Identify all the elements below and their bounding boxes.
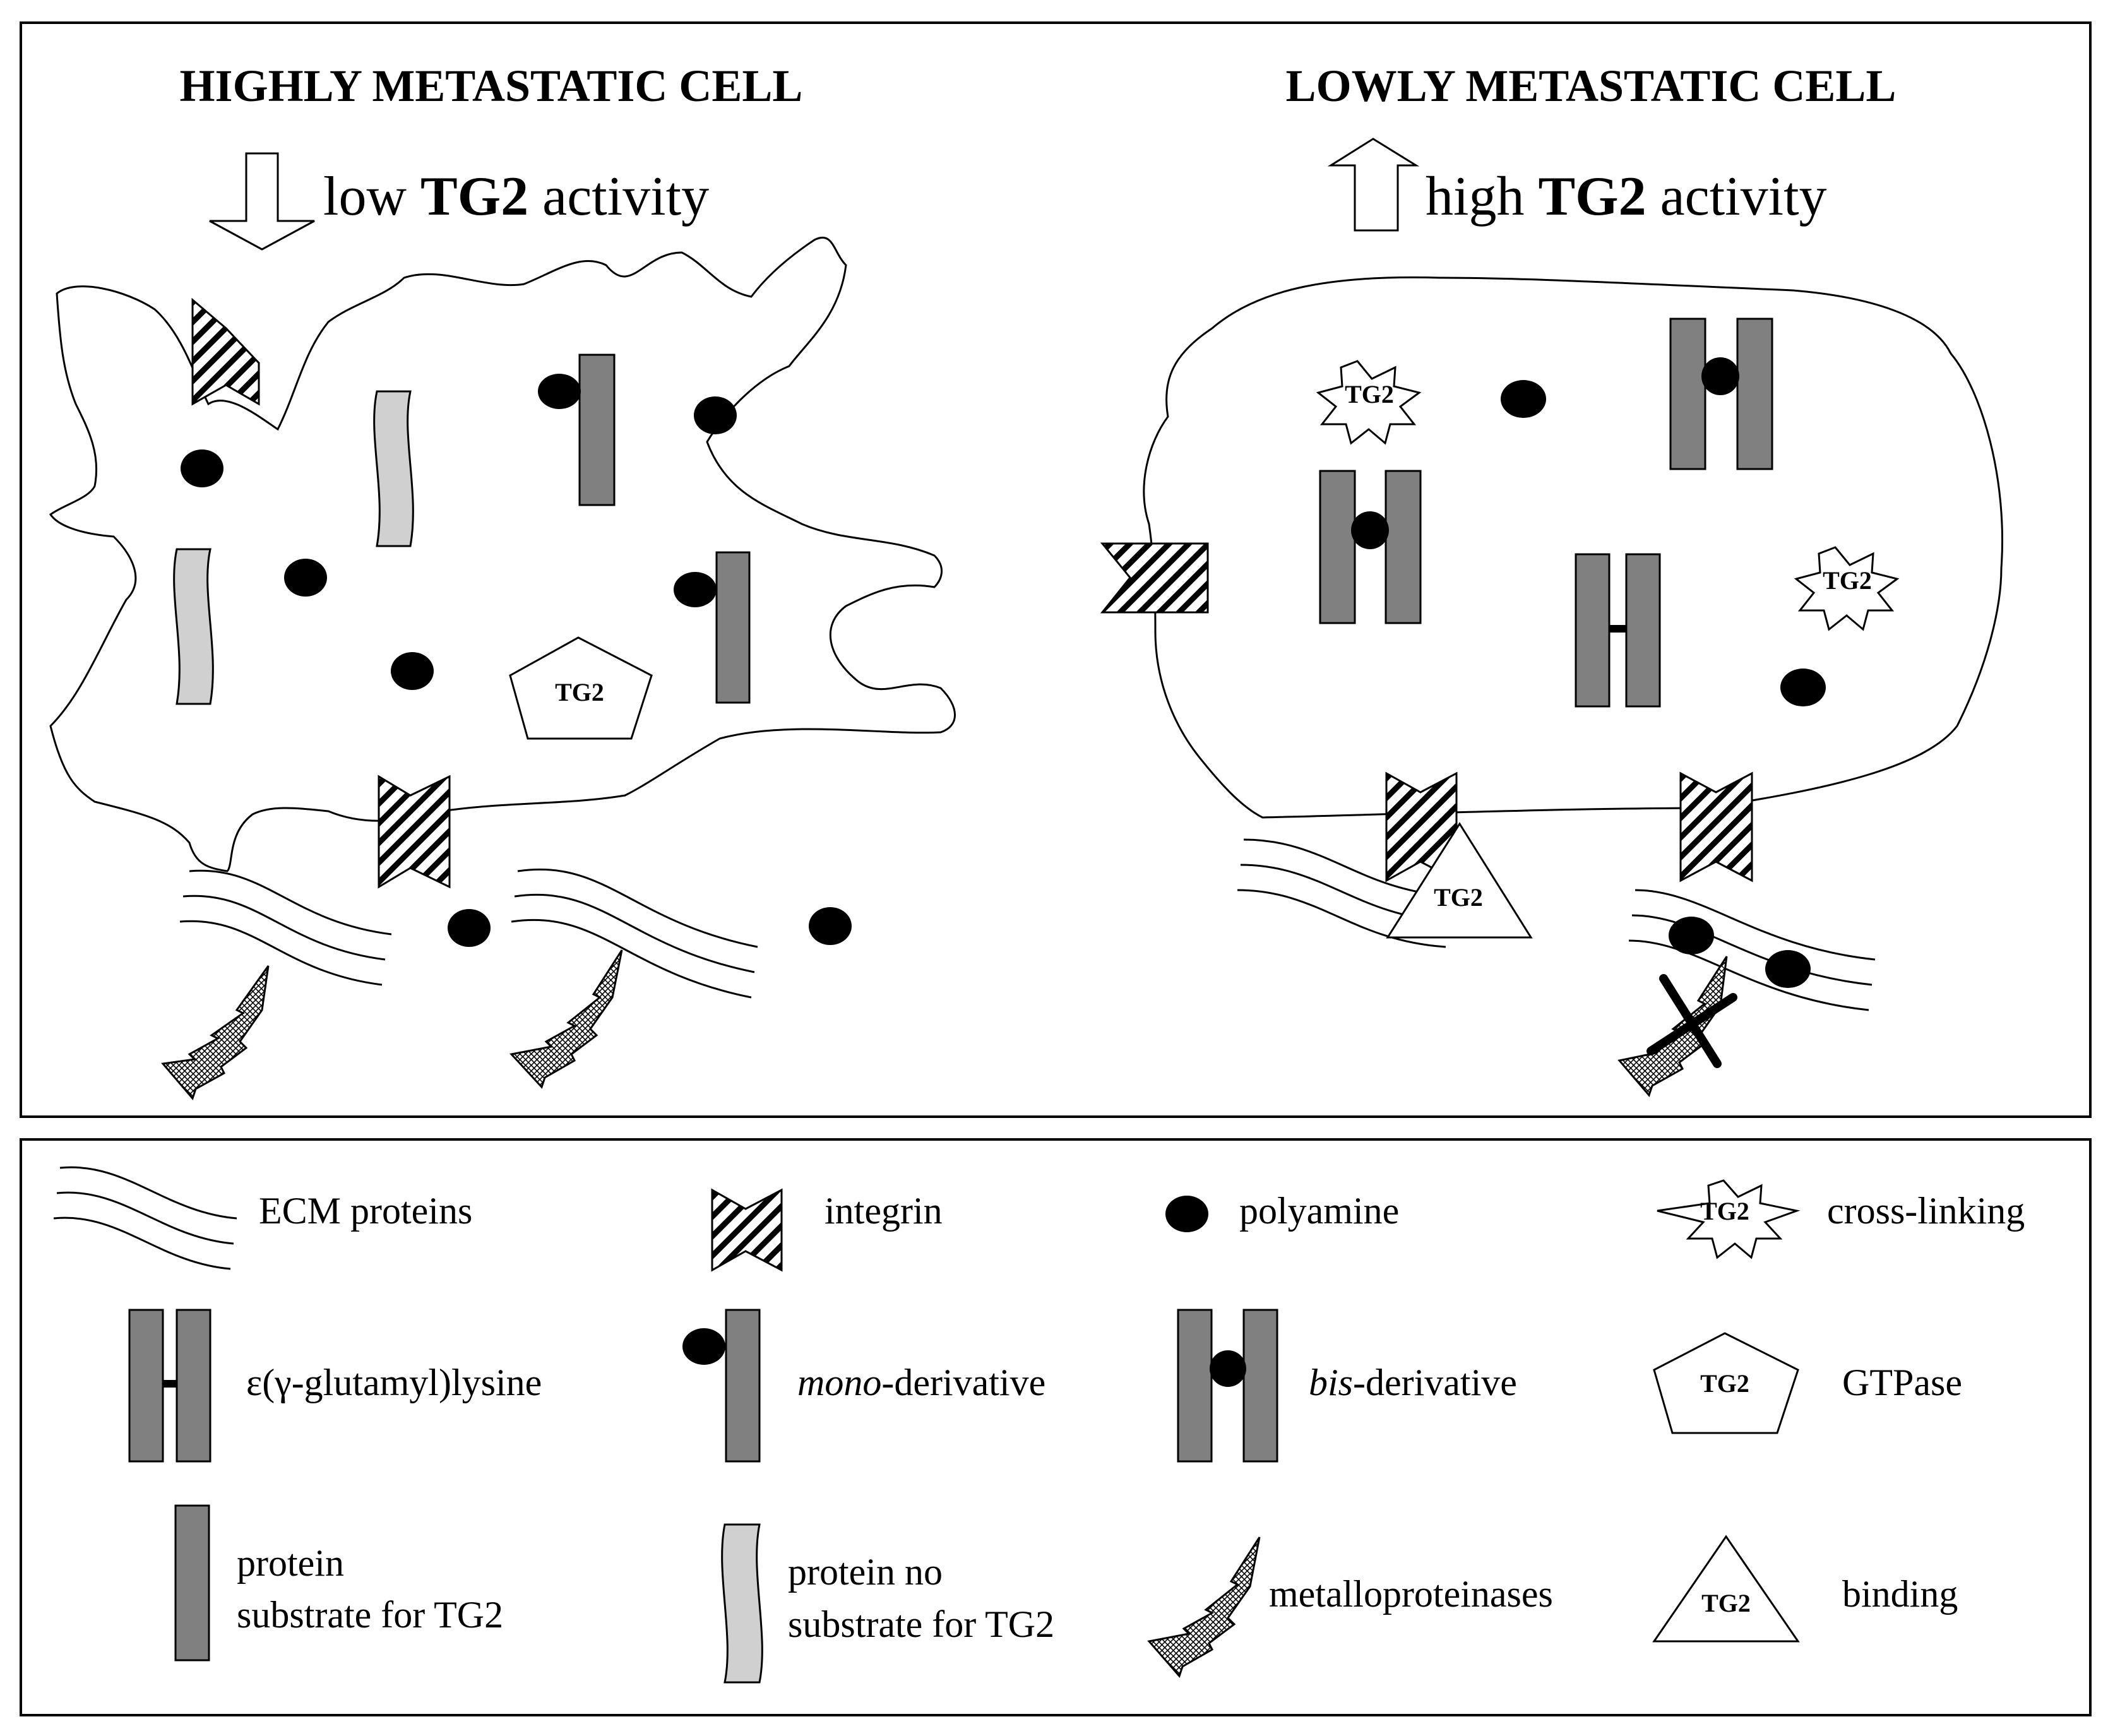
left-activity-text: low TG2 activity: [323, 166, 709, 227]
legend-protein-no-substrate-icon: [721, 1523, 763, 1684]
protein-substrate-1: [578, 354, 616, 506]
legend-mono-derivative-label: mono-derivative: [797, 1362, 1045, 1403]
protein-no-substrate-2: [173, 548, 214, 705]
ecm-fibers-right-2: [1628, 889, 1876, 1011]
legend-metalloproteinase-icon: [1147, 1537, 1261, 1678]
tg2-gtpase-left: [509, 636, 653, 740]
legend-bis-derivative-label: bis-derivative: [1309, 1362, 1517, 1403]
metalloproteinase-left-1: [161, 965, 270, 1100]
integrin-left-top: [191, 297, 260, 406]
polyamine-left-4: [391, 652, 434, 690]
legend-protein-substrate-label-2: substrate for TG2: [237, 1594, 503, 1636]
bis-derivative-right-2: [1319, 470, 1422, 624]
legend-bis-derivative-icon: [1177, 1309, 1278, 1463]
polyamine-left-1: [181, 449, 223, 487]
lowly-metastatic-cell-outline: [1143, 276, 2004, 819]
polyamine-left-2: [694, 396, 737, 434]
down-arrow-icon: [209, 152, 315, 251]
legend-crosslinking-tg2: TG2: [1700, 1197, 1749, 1225]
polyamine-right-2: [1780, 669, 1826, 706]
polyamine-right-1: [1501, 380, 1546, 418]
tg2-gtpase-left-label: TG2: [555, 678, 604, 706]
tg2-binding-right: [1386, 822, 1533, 939]
tg2-crosslinking-right-2: [1794, 546, 1900, 631]
legend-gtpase-tg2: TG2: [1700, 1369, 1749, 1398]
polyamine-left-3: [284, 559, 327, 597]
legend-integrin-icon: [711, 1188, 783, 1272]
polyamine-attached-2: [674, 572, 717, 607]
legend-isopeptide-icon: [128, 1309, 211, 1463]
legend-binding-label: binding: [1842, 1573, 1958, 1615]
legend-protein-substrate-label-1: protein: [237, 1542, 344, 1584]
polyamine-left-5: [448, 909, 491, 947]
legend-gtpase-icon: [1653, 1332, 1799, 1434]
tg2-crosslinking-right-1: [1316, 360, 1422, 445]
highly-metastatic-cell-outline: [49, 236, 956, 872]
polyamine-right-3: [1669, 917, 1714, 954]
legend-isopeptide-label: ε(γ-glutamyl)lysine: [246, 1362, 542, 1403]
polyamine-left-6: [809, 907, 852, 945]
integrin-left-bottom: [378, 775, 451, 889]
right-activity-text: high TG2 activity: [1426, 166, 1827, 227]
metalloproteinase-left-2: [509, 949, 623, 1089]
isopeptide-bond-right: [1575, 553, 1661, 708]
legend-crosslinking-icon: [1657, 1179, 1801, 1259]
legend-binding-tg2: TG2: [1701, 1589, 1751, 1617]
bis-derivative-right-1: [1669, 318, 1773, 470]
left-panel-title: HIGHLY METASTATIC CELL: [180, 61, 803, 111]
polyamine-attached-1: [538, 374, 581, 409]
right-panel-title: LOWLY METASTATIC CELL: [1286, 61, 1897, 111]
top-panel-frame: [20, 21, 2092, 1118]
protein-no-substrate-1: [373, 390, 414, 547]
integrin-right-side: [1100, 542, 1209, 614]
legend-protein-substrate-icon: [174, 1504, 210, 1662]
tg2-crosslinking-right-1-label: TG2: [1345, 380, 1394, 408]
protein-substrate-2: [715, 551, 751, 704]
legend-metalloproteinase-label: metalloproteinases: [1269, 1573, 1553, 1615]
legend-ecm-icon: [53, 1166, 237, 1270]
legend-binding-icon: [1652, 1535, 1800, 1643]
legend-polyamine-icon: [1165, 1196, 1208, 1232]
legend-protein-no-substrate-label-1: protein no: [788, 1551, 943, 1593]
metalloproteinase-right-inhibited: [1617, 956, 1728, 1097]
ecm-fibers-left-1: [179, 869, 392, 986]
up-arrow-icon: [1327, 138, 1420, 232]
tg2-crosslinking-right-2-label: TG2: [1823, 566, 1872, 595]
legend-panel-frame: [20, 1138, 2092, 1716]
legend-integrin-label: integrin: [825, 1190, 943, 1232]
legend-ecm-label: ECM proteins: [259, 1190, 472, 1232]
tg2-binding-right-label: TG2: [1434, 883, 1483, 912]
polyamine-right-4: [1765, 950, 1811, 988]
inhibition-cross-icon: [1647, 974, 1737, 1068]
legend-protein-no-substrate-label-2: substrate for TG2: [788, 1603, 1054, 1645]
legend-crosslinking-label: cross-linking: [1827, 1190, 2025, 1232]
legend-gtpase-label: GTPase: [1842, 1362, 1962, 1403]
ecm-fibers-left-2: [511, 868, 758, 999]
integrin-right-bottom-2: [1679, 771, 1753, 883]
legend-mono-derivative-icon: [682, 1309, 761, 1463]
legend-polyamine-label: polyamine: [1239, 1190, 1399, 1232]
